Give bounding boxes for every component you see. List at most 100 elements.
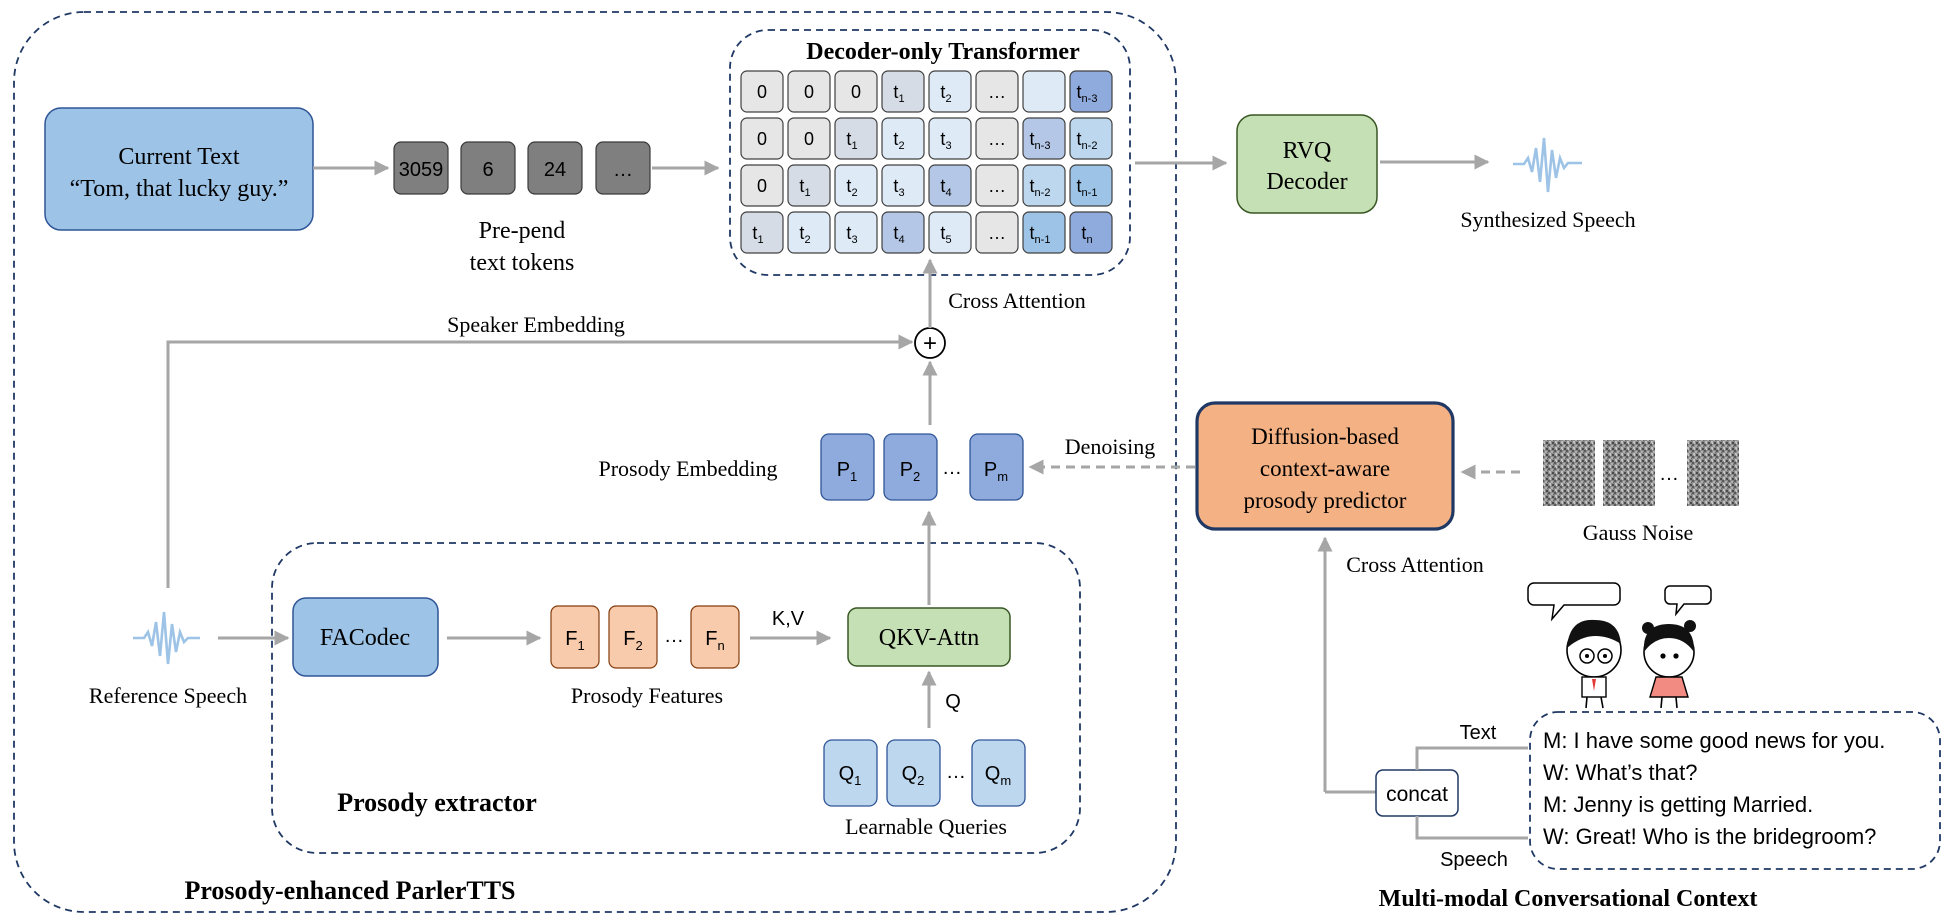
prosody-token [883,433,938,501]
grid-cell [975,117,1019,160]
grid-cell-label: t3 [846,223,857,246]
grid-cell [1069,117,1113,160]
speech-branch-label: Speech [1440,849,1508,871]
prosody-feature-tokens: F1 F2 … Fn [550,605,740,669]
plus-sign: + [923,330,937,357]
grid-cell [834,70,878,113]
grid-cell-label: tn-3 [1030,129,1051,152]
text-token [595,141,651,195]
grid-cell-label: tn [1081,223,1092,246]
grid-cell-label: t1 [752,223,763,246]
feature-token-label: F2 [623,628,642,653]
transformer-cross-attention-label: Cross Attention [948,288,1086,313]
text-branch-line [1415,746,1528,770]
grid-cell [740,70,784,113]
speech-branch-line [1415,816,1528,840]
diffusion-line2: context-aware [1260,456,1390,481]
grid-cell-label: t2 [846,176,857,199]
gauss-noise-label: Gauss Noise [1583,520,1694,545]
synthesized-waveform-icon [1513,137,1582,193]
feature-token-label: F1 [565,628,584,653]
grid-cell [834,211,878,254]
dialogue-line: M: Jenny is getting Married. [1543,792,1813,817]
prosody-embedding-label: Prosody Embedding [598,456,777,481]
grid-cell [881,70,925,113]
facodec-label: FACodec [320,625,410,651]
grid-cell [928,211,972,254]
dialogue-line: W: Great! Who is the bridegroom? [1543,824,1876,849]
grid-cell [740,211,784,254]
text-token-row: 3059 6 24 … [393,141,651,195]
grid-cell-label: t3 [940,129,951,152]
prepend-label-line2: text tokens [470,250,575,276]
speaker-embedding-arrow [166,334,914,588]
query-token [971,739,1026,807]
grid-cell-label: tn-3 [1077,82,1098,105]
grid-cell [975,164,1019,207]
dialogue-line: M: I have some good news for you. [1543,728,1885,753]
grid-cell [1022,117,1066,160]
right-cross-attention-label: Cross Attention [1346,552,1484,577]
grid-cell-label: t2 [799,223,810,246]
grid-cell-label: t2 [893,129,904,152]
grid-cell [881,164,925,207]
grid-cell-label: … [988,223,1006,243]
grid-cell-label: 0 [804,82,814,102]
denoising-label: Denoising [1065,434,1155,459]
prepend-label-line1: Pre-pend [479,218,566,244]
prosody-token-label: Pm [984,459,1008,484]
prosody-token [969,433,1024,501]
grid-cell [834,164,878,207]
dialogue-line: W: What’s that? [1543,760,1697,785]
grid-cell [1069,211,1113,254]
prosody-features-label: Prosody Features [571,683,723,708]
qkv-attn-box [847,607,1011,667]
query-token-label: Qm [985,763,1011,788]
grid-cell [834,117,878,160]
query-token-label: Q1 [839,763,862,788]
noise-image [1543,440,1595,506]
grid-cell-label: tn-2 [1077,129,1098,152]
grid-cell [1022,164,1066,207]
grid-cell-label: t1 [846,129,857,152]
parlertts-title: Prosody-enhanced ParlerTTS [184,876,515,905]
facodec-box [292,597,439,677]
noise-ellipsis: … [1659,463,1679,485]
kv-label: K,V [772,608,805,630]
current-text-title: Current Text [118,144,240,170]
dialogue-box [1529,711,1941,870]
grid-cell-label: … [988,129,1006,149]
qkv-label: QKV-Attn [879,625,979,651]
text-token [460,141,516,195]
text-token [527,141,583,195]
grid-cell-label: tn-2 [1030,176,1051,199]
noise-image [1687,440,1739,506]
concat-label: concat [1386,783,1448,806]
grid-cell [975,70,1019,113]
noise-image [1603,440,1655,506]
gauss-noise-images: … [1543,440,1739,506]
feature-token [690,605,740,669]
grid-cell [928,117,972,160]
grid-cell [975,211,1019,254]
grid-cell-label: t3 [893,176,904,199]
feature-ellipsis: … [664,625,684,647]
grid-cell-label: t1 [893,82,904,105]
learnable-queries-label: Learnable Queries [845,814,1007,839]
text-token [393,141,449,195]
query-token [823,739,878,807]
diffusion-predictor-box [1195,401,1455,531]
query-token-label: Q2 [902,763,925,788]
speaker-embedding-label: Speaker Embedding [447,312,625,337]
grid-cell [1069,70,1113,113]
learnable-query-tokens: Q1 Q2 … Qm [823,739,1026,807]
grid-cell-label: 0 [757,176,767,196]
rvq-decoder-box [1236,114,1378,214]
text-token-label: 3059 [399,159,444,181]
prosody-enhanced-parlertts-panel [13,11,1177,913]
prosody-token [820,433,875,501]
text-token-label: … [613,159,633,181]
conversation-characters-icon [1527,582,1712,709]
current-text-quote: “Tom, that lucky guy.” [70,176,289,202]
